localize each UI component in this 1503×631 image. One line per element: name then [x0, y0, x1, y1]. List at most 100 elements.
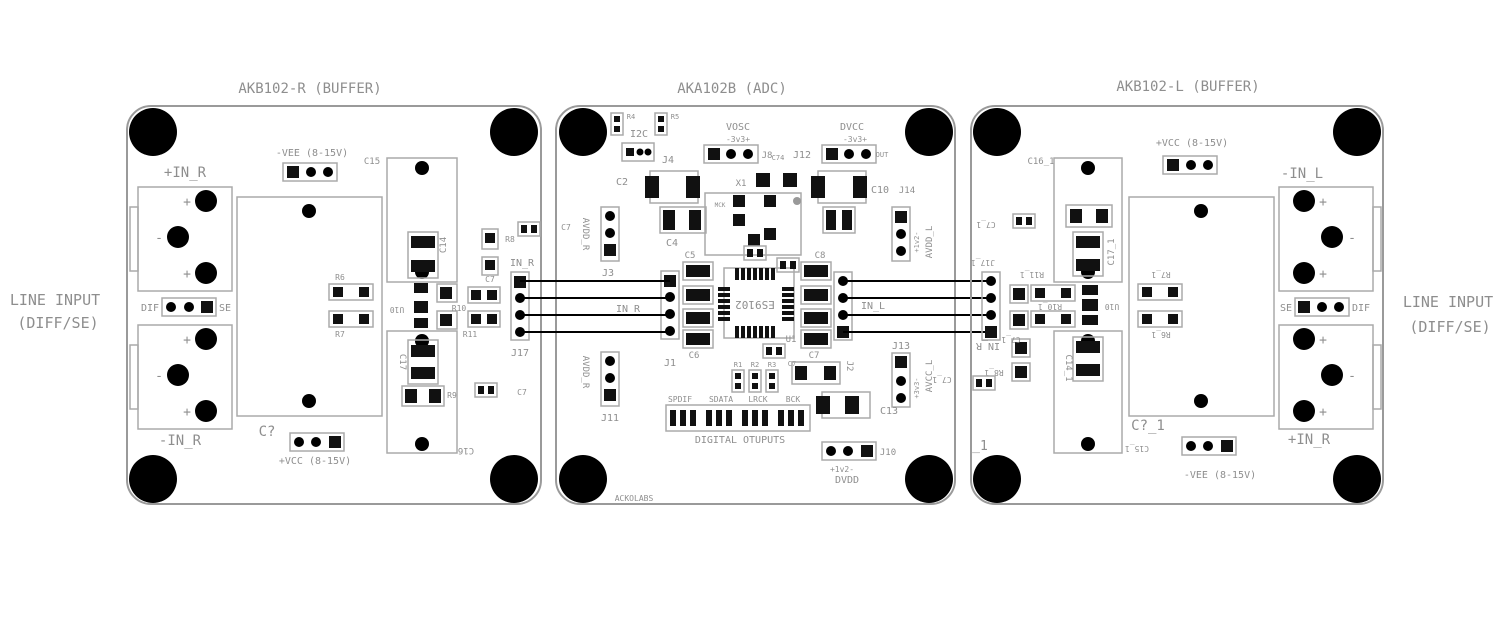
pad: [167, 226, 189, 248]
j12-label: J12: [793, 150, 811, 161]
pin-1-marker: [793, 197, 801, 205]
resistor: [1065, 204, 1113, 228]
resistor-r6: [328, 283, 374, 301]
j17-label: J17: [511, 348, 529, 359]
in-r-label: IN_R: [510, 258, 535, 269]
vcc-header: [1162, 155, 1218, 175]
c16-label: C16: [458, 445, 474, 455]
c7-label: C7_1: [932, 375, 951, 384]
in-r-label: IN_R: [975, 340, 1000, 351]
vosc-label: VOSC: [726, 122, 750, 133]
capacitor: [762, 343, 786, 359]
pad: [531, 225, 537, 233]
vee-header: [282, 162, 338, 182]
pad: [726, 149, 736, 159]
pad: [769, 383, 775, 389]
brand-label: ACKOLABS: [615, 494, 654, 503]
pad: [686, 333, 710, 345]
r11-label: R11_1: [1020, 270, 1044, 279]
pad: [166, 302, 176, 312]
dif-label: DIF: [141, 303, 159, 314]
pad: [605, 373, 615, 383]
pad: [1142, 314, 1152, 324]
dvdd-label: DVDD: [835, 475, 859, 486]
pad: [764, 228, 776, 240]
avdd-r-header: [600, 206, 620, 262]
r10-label: R10: [452, 304, 467, 313]
pad: [414, 318, 428, 328]
c17-label: C17: [397, 354, 407, 370]
resistor-r10: [467, 286, 501, 304]
vcc-header: [289, 432, 345, 452]
capacitor: [682, 308, 714, 328]
c4-label: C4: [666, 238, 678, 249]
voltage-label: +3v3-: [913, 377, 921, 398]
mounting-hole: [490, 108, 538, 156]
pad: [485, 233, 495, 243]
pin-minus-label: -: [155, 369, 163, 384]
pad: [985, 326, 997, 338]
signal-wires: [520, 280, 991, 333]
pad: [845, 396, 859, 414]
component-outline: [236, 196, 383, 417]
pad: [1096, 209, 1108, 223]
vcc-label: +VCC (8-15V): [279, 456, 351, 467]
pad: [359, 287, 369, 297]
pad: [1203, 441, 1213, 451]
pad: [415, 161, 429, 175]
pad: [311, 437, 321, 447]
dif-se-header: [161, 297, 217, 317]
resistor-r11: [1030, 284, 1076, 302]
capacitor: [822, 206, 856, 234]
pad: [843, 446, 853, 456]
pad: [411, 345, 435, 357]
resistor-r7: [1137, 283, 1183, 301]
pad: [329, 436, 341, 448]
sdata-label: SDATA: [709, 395, 733, 404]
capacitor-c15: [386, 157, 458, 283]
vosc-header: [703, 144, 759, 164]
resistor-r6: [1137, 310, 1183, 328]
pad: [1076, 236, 1100, 248]
in-l-label: IN_L: [861, 301, 885, 312]
capacitor-c4: [659, 206, 707, 234]
pad: [614, 126, 620, 132]
capacitor-c14: [407, 231, 439, 279]
pad: [411, 260, 435, 272]
pad: [605, 211, 615, 221]
label-in-minus: -IN_R: [159, 433, 202, 449]
pad: [1168, 287, 1178, 297]
component: [1009, 310, 1029, 330]
pad: [896, 393, 906, 403]
pad: [287, 166, 299, 178]
pad: [747, 249, 753, 257]
cq-label: C?_1: [1131, 418, 1165, 434]
j4-label: J4: [662, 155, 674, 166]
resistor-r7: [328, 310, 374, 328]
digital-outputs-label: DIGITAL OTUPUTS: [695, 435, 785, 446]
c74-label: C74: [772, 154, 785, 162]
pad: [1026, 217, 1032, 225]
c14-label: C14_1: [1063, 354, 1073, 381]
pad: [414, 301, 428, 313]
pad: [804, 265, 828, 277]
pad: [769, 373, 775, 379]
pad: [1142, 287, 1152, 297]
dvdd-header: [821, 441, 877, 461]
capacitor-c7: [474, 382, 498, 398]
component-outline: [1128, 196, 1275, 417]
connector-j2: [833, 271, 853, 341]
pad: [411, 236, 435, 248]
pad: [658, 116, 664, 122]
pad: [1070, 209, 1082, 223]
right-diff-se-label: (DIFF/SE): [1409, 318, 1490, 336]
pad: [861, 149, 871, 159]
pad: [748, 234, 760, 246]
avdd-l-label: AVDD_L: [925, 226, 935, 259]
board-right-buffer: AKB102-R (BUFFER) +IN_R + - + + - + -IN_…: [126, 81, 571, 505]
capacitor: [1012, 213, 1036, 229]
connector-latch: [1372, 344, 1382, 410]
board-outline: [126, 105, 542, 505]
pad: [302, 394, 316, 408]
